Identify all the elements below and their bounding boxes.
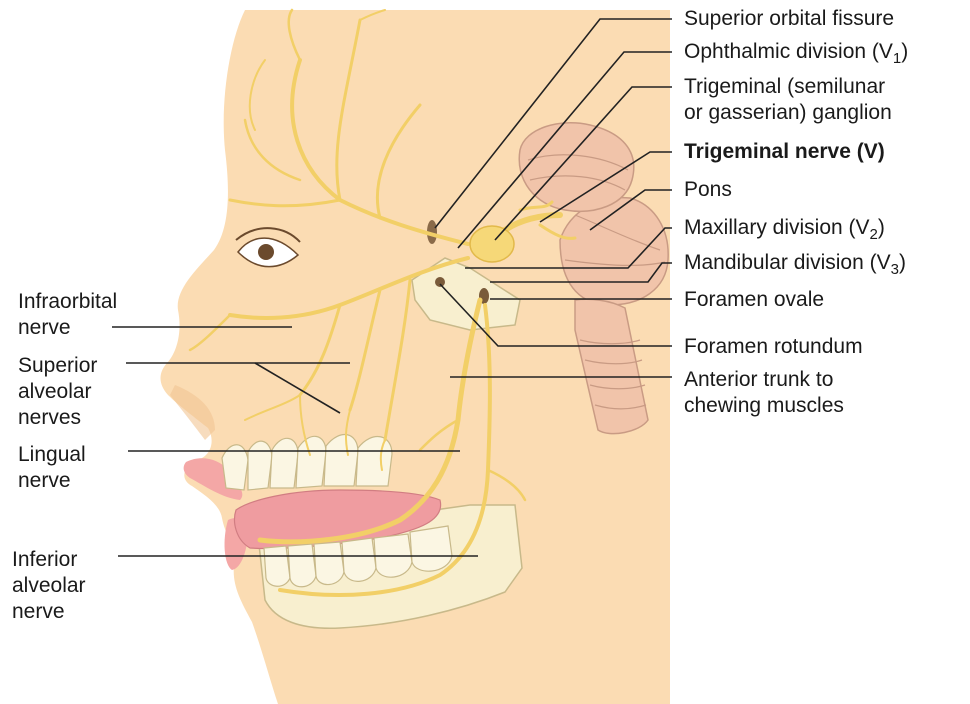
label-infraorbital-nerve: Infraorbital nerve — [18, 289, 117, 341]
trigeminal-ganglion — [470, 226, 514, 262]
label-inferior-alveolar-nerve: Inferior alveolar nerve — [12, 547, 86, 625]
label-lingual-nerve: Lingual nerve — [18, 442, 86, 494]
label-anterior-trunk: Anterior trunk to chewing muscles — [684, 367, 844, 419]
label-superior-orbital-fissure: Superior orbital fissure — [684, 6, 894, 32]
label-mandibular-division: Mandibular division (V3) — [684, 250, 906, 276]
label-ophthalmic-division: Ophthalmic division (V1) — [684, 39, 908, 65]
label-pons: Pons — [684, 177, 732, 203]
label-trigeminal-nerve: Trigeminal nerve (V) — [684, 139, 885, 165]
label-superior-alveolar-nerves: Superior alveolar nerves — [18, 353, 97, 431]
label-foramen-ovale: Foramen ovale — [684, 287, 824, 313]
foramen-rotundum-hole — [435, 277, 445, 287]
label-foramen-rotundum: Foramen rotundum — [684, 334, 863, 360]
label-maxillary-division: Maxillary division (V2) — [684, 215, 885, 241]
label-trigeminal-ganglion: Trigeminal (semilunar or gasserian) gang… — [684, 74, 892, 126]
